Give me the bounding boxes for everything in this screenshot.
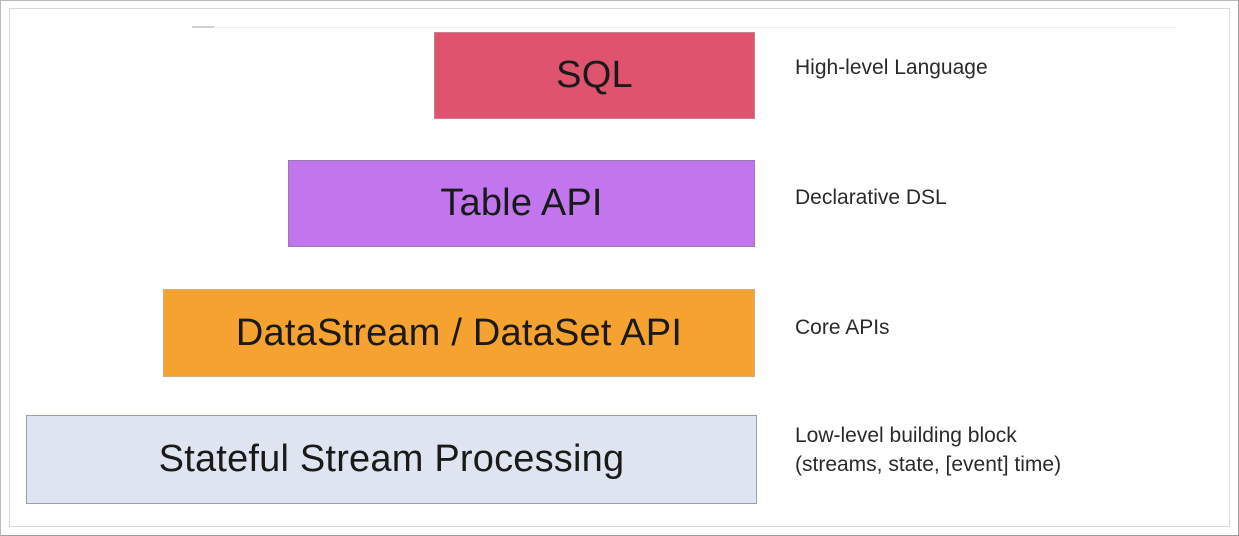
layer-label-table-api: Declarative DSL: [795, 186, 947, 209]
layer-label-low-level-building-block: Low-level building block (streams, state…: [795, 424, 1062, 476]
top-hairline-divider: [192, 27, 1177, 28]
layer-label-core-apis: Core APIs: [795, 316, 890, 339]
layer-box-stateful-stream-processing[interactable]: Stateful Stream Processing: [26, 415, 757, 504]
slide-canvas: SQL High-level Language Table API Declar…: [9, 8, 1230, 527]
layer-box-datastream-dataset-api[interactable]: DataStream / DataSet API: [163, 289, 755, 377]
layer-box-sql[interactable]: SQL: [434, 32, 755, 119]
layer-box-table-api[interactable]: Table API: [288, 160, 755, 247]
layer-label-sql: High-level Language: [795, 56, 988, 79]
api-stack-diagram: SQL High-level Language Table API Declar…: [10, 9, 1233, 530]
top-hairline-stub: [192, 26, 214, 28]
